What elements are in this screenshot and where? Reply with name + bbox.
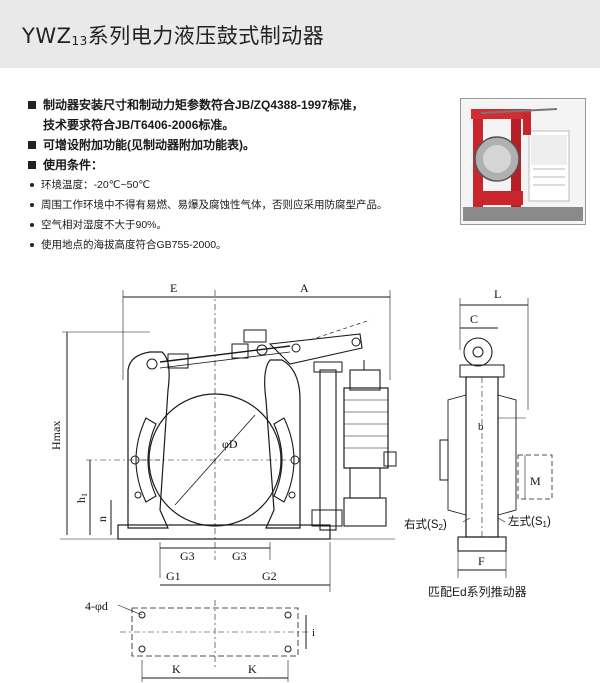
condition-item: 使用地点的海拔高度符合GB755-2000。 — [28, 235, 448, 255]
condition-item: 环境温度：-20℃~50℃ — [28, 175, 448, 195]
dim-label-e: E — [170, 281, 177, 295]
shaft-stub — [517, 454, 553, 500]
dot-bullet-icon — [30, 183, 34, 187]
dim-label-c: C — [470, 312, 478, 326]
dot-bullet-icon — [30, 243, 34, 247]
dim-label-hmax: Hmax — [49, 421, 63, 450]
dim-label-g2: G2 — [262, 569, 277, 583]
dim-label-l: L — [494, 287, 501, 301]
dim-label-g3-left: G3 — [180, 549, 195, 563]
spec-item: 使用条件： — [28, 155, 448, 175]
dim-label-b: b — [478, 421, 484, 433]
dim-label-k-right: K — [248, 662, 257, 676]
spec-list: 制动器安装尺寸和制动力矩参数符合JB/ZQ4388-1997标准， 技术要求符合… — [28, 95, 448, 255]
dim-label-m: M — [530, 474, 541, 488]
lever — [268, 333, 363, 365]
dot-bullet-icon — [30, 223, 34, 227]
dim-label-k-left: K — [172, 662, 181, 676]
dim-label-holes: 4-φd — [85, 599, 108, 613]
thruster-head — [349, 369, 381, 391]
condition-item: 周围工作环境中不得有易燃、易爆及腐蚀性气体，否则应采用防腐型产品。 — [28, 195, 448, 215]
dim-label-g1: G1 — [166, 569, 181, 583]
brake-photo-illustration — [461, 99, 585, 224]
rod-bracket — [243, 329, 267, 343]
side-base — [457, 536, 507, 552]
rod-nut — [167, 353, 189, 369]
spec-item: 制动器安装尺寸和制动力矩参数符合JB/ZQ4388-1997标准， — [28, 95, 448, 115]
base-plate — [117, 524, 331, 540]
right-brake-arm — [264, 359, 301, 529]
spec-item: 技术要求符合JB/T6406-2006标准。 — [43, 118, 235, 132]
dim-label-n: n — [95, 516, 109, 522]
style-label-right: 右式(S2) — [404, 517, 447, 532]
dim-label-phid: φD — [222, 437, 238, 451]
dim-label-a: A — [300, 281, 309, 295]
side-pulley — [463, 337, 493, 367]
product-photo — [460, 98, 586, 225]
style-label-left: 左式(S1) — [508, 514, 551, 529]
square-bullet-icon — [28, 101, 36, 109]
square-bullet-icon — [28, 161, 36, 169]
condition-item: 空气相对湿度不大于90%。 — [28, 215, 448, 235]
dim-label-i: i — [312, 627, 315, 639]
dim-label-g3-right: G3 — [232, 549, 247, 563]
page-title: YWZ13系列电力液压鼓式制动器 — [22, 24, 325, 48]
left-brake-shoe — [135, 417, 157, 503]
spec-item: 可增设附加功能(见制动器附加功能表)。 — [28, 135, 448, 155]
dot-bullet-icon — [30, 203, 34, 207]
right-brake-shoe — [273, 417, 295, 503]
pull-rod — [159, 345, 291, 363]
dim-label-h1: h1 — [74, 493, 89, 503]
square-bullet-icon — [28, 141, 36, 149]
thruster-column — [319, 369, 337, 531]
header-band — [0, 0, 600, 68]
technical-drawing: E A Hmax h1 n φD — [49, 281, 553, 682]
left-brake-arm — [127, 351, 170, 529]
caption-ed-thruster: 匹配Ed系列推动器 — [428, 585, 527, 599]
dim-label-f: F — [478, 554, 485, 568]
